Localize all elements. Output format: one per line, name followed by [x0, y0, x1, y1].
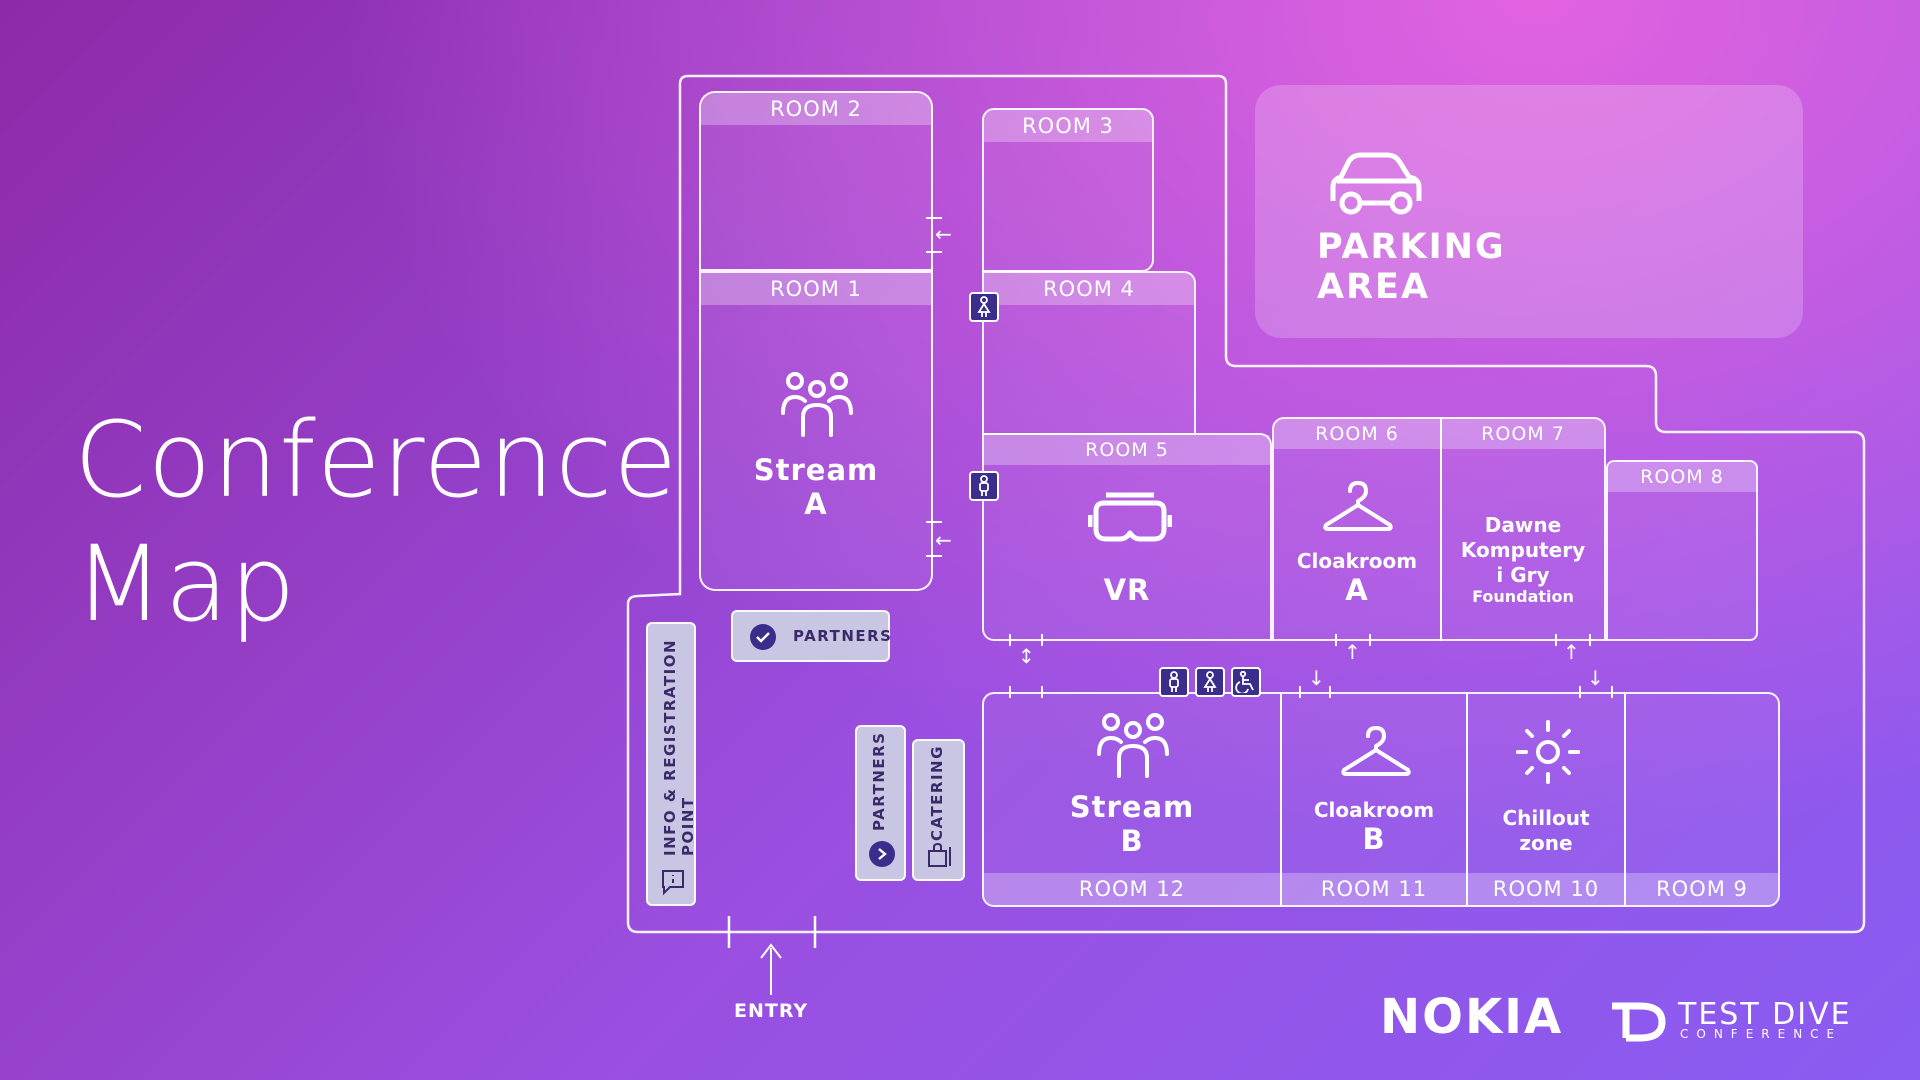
wheelchair-icon	[1235, 671, 1254, 693]
cloakroom-a-name: Cloakroom	[1296, 549, 1418, 573]
partners-side-sign[interactable]: PARTNERS	[855, 725, 906, 881]
male-icon	[979, 475, 989, 496]
toilet-female-badge	[969, 292, 999, 322]
stream-b-name: Stream	[1069, 790, 1195, 824]
catering-sign[interactable]: CATERING	[912, 739, 965, 881]
female-icon	[1203, 671, 1217, 692]
room-9[interactable]: ROOM 9	[1624, 692, 1780, 907]
dawne-line-4: Foundation	[1472, 587, 1574, 606]
cloakroom-b-letter: B	[1362, 822, 1386, 856]
room-5-vr[interactable]: ROOM 5 VR	[982, 433, 1272, 641]
parking-area[interactable]: PARKING AREA	[1255, 85, 1803, 338]
room-3[interactable]: ROOM 3	[982, 108, 1154, 272]
door-arrow: ↓	[1308, 666, 1325, 690]
dawne-line-2: Komputery	[1460, 538, 1586, 562]
chillout-zone: zone	[1519, 831, 1573, 855]
room-8-label: ROOM 8	[1608, 462, 1756, 492]
room-6-cloakroom-a[interactable]: ROOM 6 Cloakroom A	[1272, 417, 1442, 641]
room-10-label: ROOM 10	[1468, 873, 1624, 905]
room-7-dawne-komputery[interactable]: ROOM 7 Dawne Komputery i Gry Foundation	[1440, 417, 1606, 641]
cloakroom-b-name: Cloakroom	[1313, 798, 1435, 822]
catering-label: CATERING	[928, 745, 946, 841]
room-7-label: ROOM 7	[1442, 419, 1604, 449]
title-line-2: Map	[74, 523, 297, 645]
car-icon	[1330, 152, 1422, 215]
room-8[interactable]: ROOM 8	[1606, 460, 1758, 641]
cup-icon	[928, 842, 951, 867]
room-11-cloakroom-b[interactable]: Cloakroom B ROOM 11	[1280, 692, 1468, 907]
parking-title-1: PARKING	[1317, 227, 1506, 267]
nokia-logo: NOKIA	[1380, 989, 1564, 1045]
door-arrow: ↑	[1344, 640, 1361, 664]
room-1-label: ROOM 1	[701, 273, 931, 305]
vr-headset-icon	[1088, 492, 1172, 542]
stream-b-letter: B	[1120, 824, 1144, 858]
info-registration-label: INFO & REGISTRATION POINT	[661, 639, 697, 856]
entry-label: ENTRY	[734, 1000, 809, 1022]
dawne-line-3: i Gry	[1496, 563, 1550, 587]
stream-a-name: Stream	[753, 453, 879, 487]
test-dive-name: TEST DIVE	[1678, 997, 1852, 1032]
room-9-label: ROOM 9	[1626, 873, 1778, 905]
info-registration-point[interactable]: INFO & REGISTRATION POINT	[646, 622, 697, 906]
parking-title-2: AREA	[1317, 267, 1431, 307]
partners-sign-label: PARTNERS	[793, 627, 893, 645]
door-arrow: ←	[935, 222, 952, 246]
room-12-stream-b[interactable]: Stream B ROOM 12	[982, 692, 1282, 907]
stream-a-letter: A	[804, 487, 828, 521]
vr-label: VR	[1103, 573, 1151, 607]
room-2[interactable]: ROOM 2	[699, 91, 933, 271]
page-title: Conference Map	[74, 398, 678, 646]
chillout-name: Chillout	[1502, 806, 1590, 830]
partners-side-label: PARTNERS	[870, 731, 888, 832]
female-icon	[977, 296, 991, 317]
hanger-icon	[1323, 481, 1393, 531]
title-line-1: Conference	[74, 399, 679, 521]
people-icon	[1097, 713, 1169, 778]
room-10-chillout[interactable]: Chillout zone ROOM 10	[1466, 692, 1626, 907]
partners-sign[interactable]: PARTNERS	[731, 610, 893, 662]
toilet-female-badge	[1195, 667, 1225, 697]
room-11-label: ROOM 11	[1282, 873, 1466, 905]
cloakroom-a-letter: A	[1345, 573, 1369, 607]
info-desk-icon	[662, 870, 684, 896]
test-dive-logo-mark	[1612, 1002, 1666, 1042]
room-5-label: ROOM 5	[984, 435, 1270, 465]
door-arrow: ↕	[1018, 644, 1035, 668]
room-2-label: ROOM 2	[701, 93, 931, 125]
hanger-icon	[1341, 726, 1411, 776]
sun-icon	[1516, 720, 1580, 784]
room-12-label: ROOM 12	[984, 873, 1280, 905]
room-4-label: ROOM 4	[984, 273, 1194, 305]
dawne-line-1: Dawne	[1484, 513, 1562, 537]
toilet-accessible-badge	[1231, 667, 1261, 697]
room-1-stream-a[interactable]: ROOM 1 Stream A	[699, 271, 933, 591]
people-icon	[781, 372, 853, 437]
toilet-male-badge	[969, 471, 999, 501]
room-4[interactable]: ROOM 4	[982, 271, 1196, 435]
male-icon	[1169, 671, 1179, 692]
door-arrow: ↓	[1587, 666, 1604, 690]
room-6-label: ROOM 6	[1274, 419, 1440, 449]
test-dive-sub: CONFERENCE	[1680, 1027, 1843, 1041]
check-circle-icon	[750, 624, 776, 650]
room-3-label: ROOM 3	[984, 110, 1152, 142]
toilet-male-badge	[1159, 667, 1189, 697]
door-arrow: ↑	[1563, 640, 1580, 664]
chevron-circle-icon	[869, 841, 895, 867]
door-arrow: ←	[935, 528, 952, 552]
